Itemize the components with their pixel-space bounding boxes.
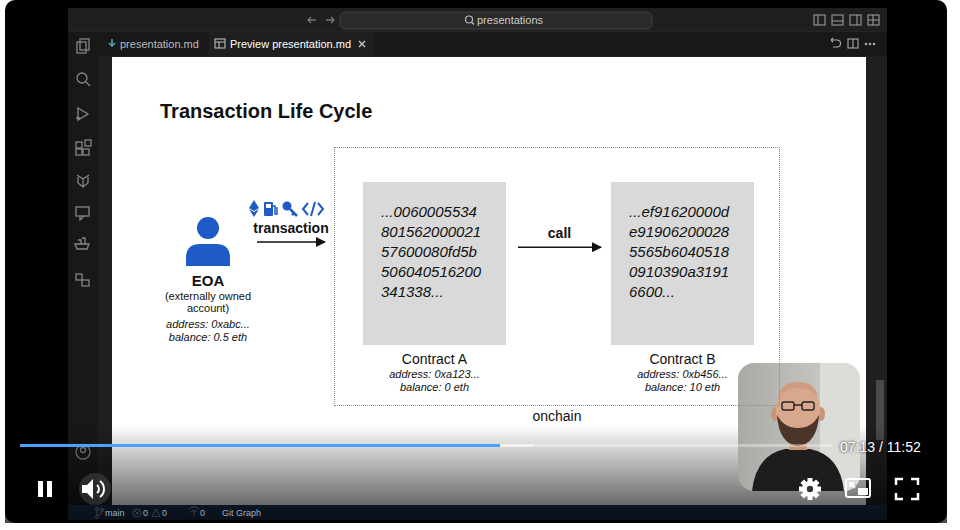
region-label: onchain (335, 408, 779, 425)
edge-label: call (548, 225, 571, 242)
fullscreen-icon (896, 479, 918, 499)
activity-icons (75, 39, 91, 459)
account-node: EOA(externally owned account) address: 0x… (163, 216, 253, 344)
volume-waves (97, 481, 104, 497)
contract-balance: balance: 0 eth (363, 381, 506, 394)
tab-divider (210, 32, 211, 56)
person-body (186, 244, 230, 266)
account-type: (externally owned account) (163, 290, 253, 314)
settings-gear (799, 478, 821, 500)
volume-icon (82, 479, 93, 499)
status-item: Git Graph (222, 507, 261, 519)
account-icon-slot (163, 216, 253, 268)
nav-arrows (308, 17, 334, 23)
markdown-icon (109, 39, 115, 46)
contract-address: address: 0xb456... (611, 368, 754, 381)
onchain-region: onchain...0060005534 801562000021 576000… (334, 147, 780, 406)
close-tab-icon (359, 41, 365, 47)
pause-icon (38, 481, 43, 497)
gas-icon (264, 202, 277, 216)
progress-bar (20, 444, 832, 447)
tab-bar (68, 32, 887, 56)
search-text: presentations (477, 13, 543, 27)
active-tab (210, 32, 375, 56)
volume-hover (79, 473, 111, 505)
eth-icon (249, 200, 259, 211)
contract-node: ...ef91620000d e91906200028 5565b6040518… (611, 182, 754, 394)
account-name: EOA (163, 272, 253, 290)
warning-count: 0 (162, 507, 167, 519)
bytecode-text: ...ef91620000d e91906200028 5565b6040518… (629, 202, 744, 302)
pip-icon (846, 479, 870, 497)
key-icon (283, 202, 298, 217)
bytecode-box: ...ef91620000d e91906200028 5565b6040518… (611, 182, 754, 345)
contract-name: Contract B (611, 351, 754, 368)
branch-name: main (105, 507, 125, 519)
error-count: 0 (143, 507, 148, 519)
contract-address: address: 0xa123... (363, 368, 506, 381)
layout-icons (814, 15, 879, 25)
preview-icon (215, 39, 225, 48)
presenter-webcam (738, 363, 860, 491)
search-icon (466, 16, 475, 25)
player-controls (38, 473, 918, 505)
arrow-connector (518, 246, 601, 248)
bytecode-text: ...0060005534 801562000021 57600080fd5b … (381, 202, 496, 302)
code-icon (303, 202, 323, 216)
tab-title: presentation.md (120, 37, 199, 51)
arrow-connector (257, 241, 325, 243)
eth-icon (249, 209, 259, 217)
person-head (197, 217, 219, 239)
contract-node: ...0060005534 801562000021 57600080fd5b … (363, 182, 506, 394)
contract-balance: balance: 10 eth (611, 381, 754, 394)
edge-label: transaction (253, 220, 328, 237)
account-balance: balance: 0.5 eth (163, 331, 253, 344)
bytecode-box: ...0060005534 801562000021 57600080fd5b … (363, 182, 506, 345)
player-frame (5, 0, 947, 523)
port-count: 0 (200, 507, 205, 519)
pip-icon (850, 483, 855, 488)
tab-title: Preview presentation.md (230, 37, 351, 51)
contract-name: Contract A (363, 351, 506, 368)
editor-actions (831, 38, 875, 48)
slide-title: Transaction Life Cycle (160, 99, 372, 123)
pip-icon (858, 488, 868, 495)
pause-icon (47, 481, 52, 497)
video-time: 07:13 / 11:52 (840, 439, 921, 456)
search-box (340, 12, 652, 29)
account-address: address: 0xabc... (163, 318, 253, 331)
